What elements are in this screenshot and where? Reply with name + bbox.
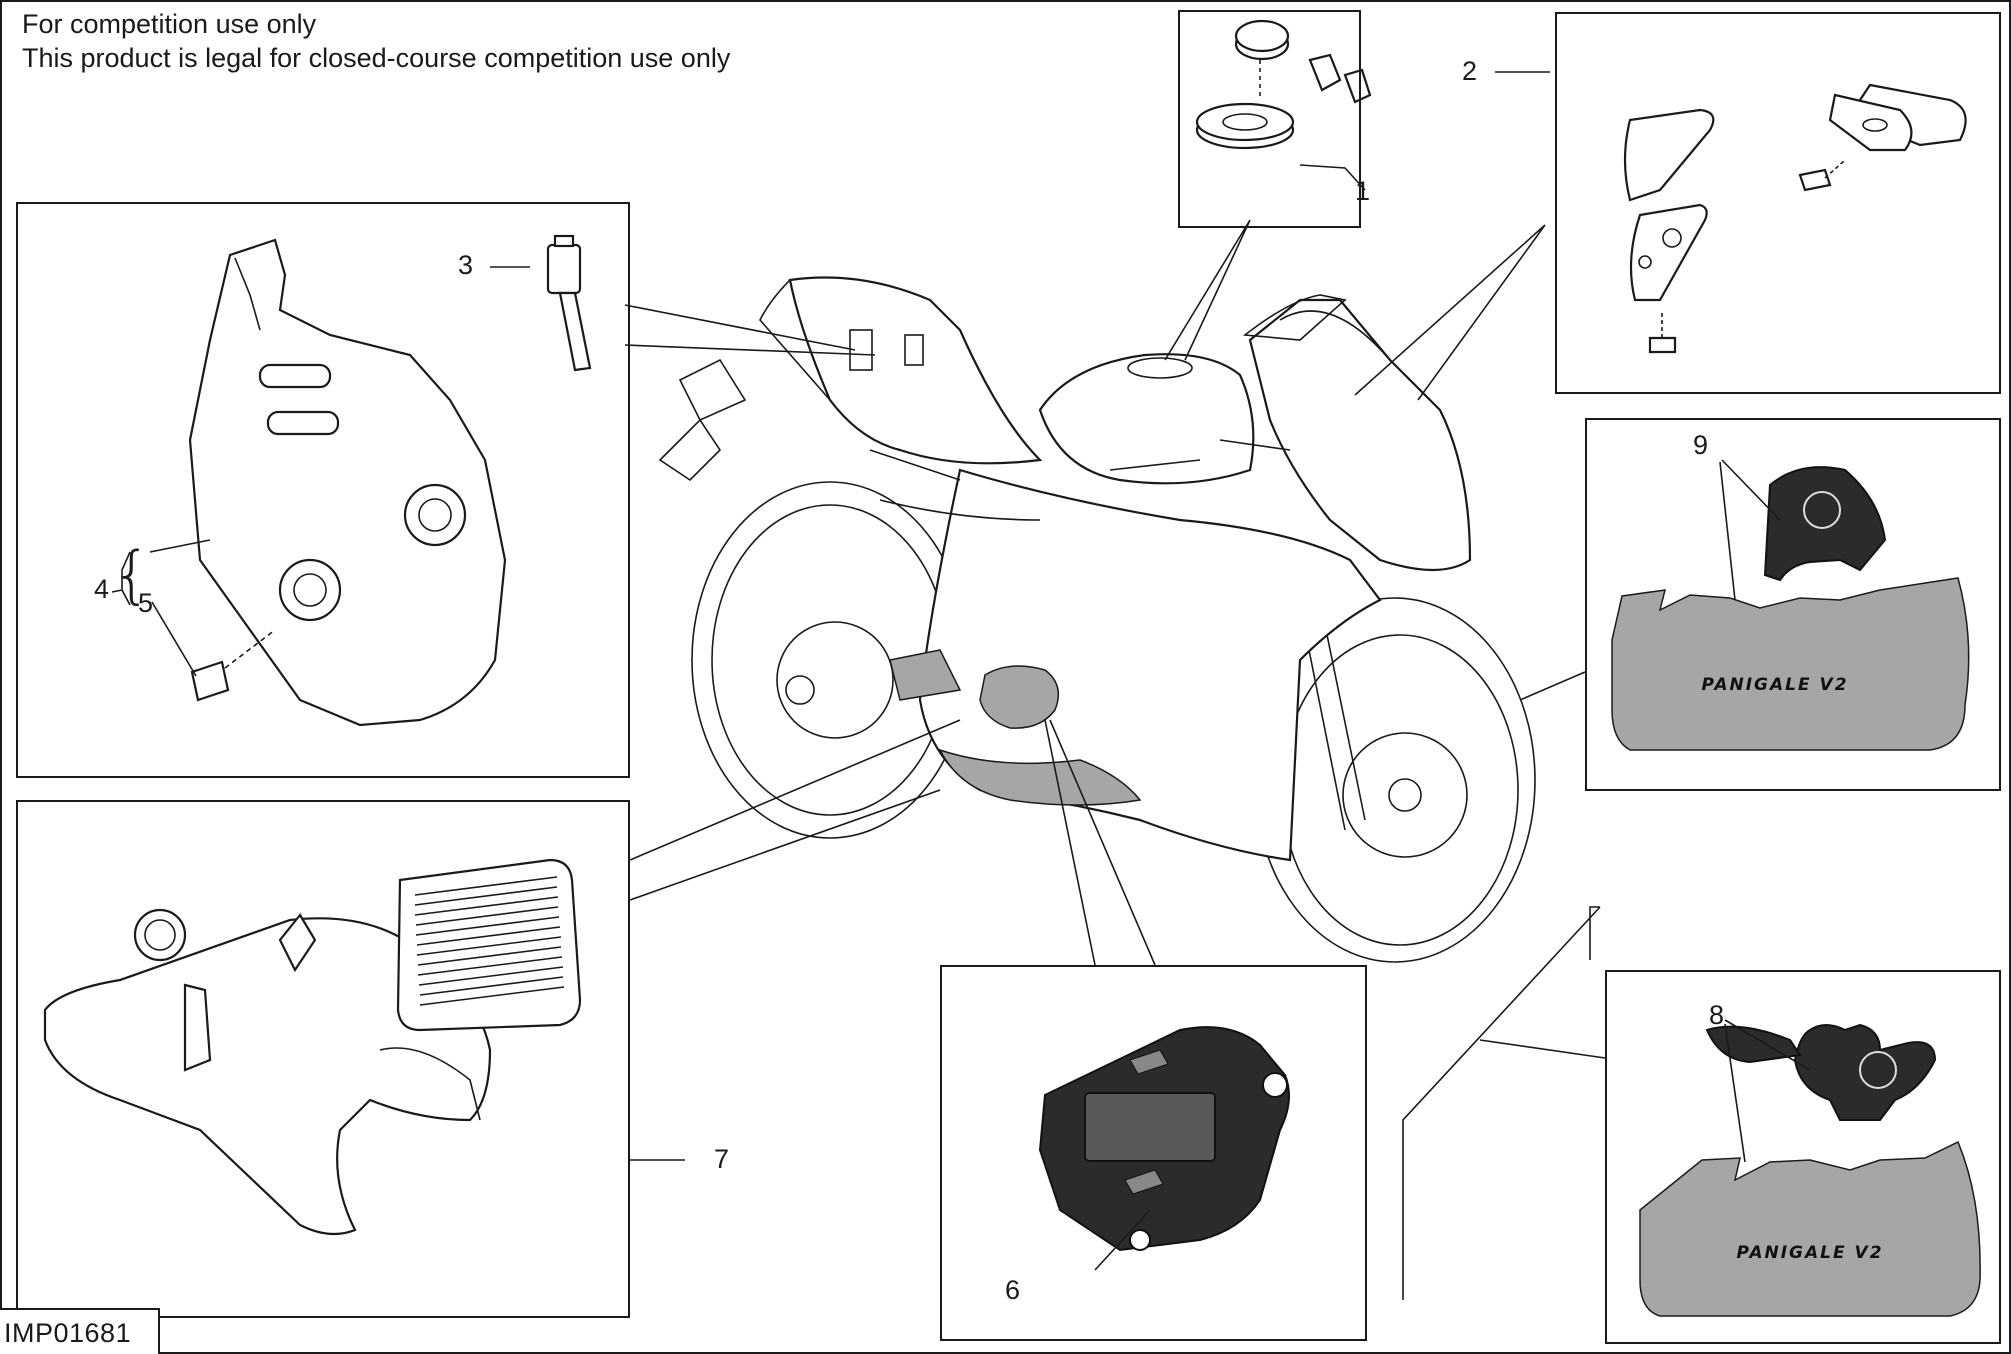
front-fairing	[1248, 298, 1472, 572]
mirror-cover-parts	[1623, 83, 1967, 354]
callout-5: 5	[138, 588, 154, 618]
panel-fuel-cap	[1178, 10, 1361, 228]
panel-seat-cover	[1585, 418, 2001, 791]
callout-6: 6	[1005, 1275, 1021, 1305]
panel-tank-cover	[1605, 970, 2001, 1344]
sensor-connector-part	[546, 234, 592, 372]
heat-shield-parts	[111, 238, 507, 727]
fuel-cap-parts	[1195, 19, 1372, 150]
panel-mirror-covers	[1555, 12, 2001, 394]
windscreen	[1242, 294, 1347, 341]
tank-cover-parts: PANIGALE V2	[1639, 1023, 1981, 1317]
tank-cover-brand-text: PANIGALE V2	[1736, 1243, 1883, 1263]
callout-1: 1	[1355, 176, 1371, 206]
clutch-cover-part	[1038, 1026, 1290, 1252]
motorcycle-illustration	[658, 276, 1536, 963]
panel-heat-shield	[16, 202, 630, 778]
exhaust-and-filter-parts	[43, 858, 582, 1236]
tail-section	[788, 276, 1043, 465]
competition-note-line-2: This product is legal for closed-course …	[22, 43, 731, 73]
air-filter	[396, 858, 582, 1032]
callout-2: 2	[1462, 56, 1478, 86]
clutch-cover-highlight	[979, 665, 1060, 729]
brake-disc	[1342, 732, 1468, 858]
side-fairing	[918, 468, 1382, 862]
callout-9: 9	[1693, 430, 1709, 460]
callout-4: 4	[94, 574, 110, 604]
callout-7: 7	[714, 1144, 730, 1174]
callout-4-5-brace: {	[112, 538, 152, 611]
exhaust-region-highlight	[889, 649, 962, 701]
callout-3: 3	[458, 250, 474, 280]
drawing-code: IMP01681	[4, 1318, 132, 1348]
competition-note-line-1: For competition use only	[22, 9, 317, 39]
belly-pan-highlight	[938, 748, 1142, 806]
seat-cover-brand-text: PANIGALE V2	[1701, 675, 1848, 695]
fuel-cap	[1127, 357, 1193, 379]
panel-exhaust-kit	[16, 800, 630, 1318]
seat-cover-parts: PANIGALE V2	[1611, 466, 1970, 751]
leader-lines	[149, 71, 1811, 1300]
panel-clutch-cover	[940, 965, 1367, 1341]
drawing-code-box: IMP01681	[0, 1308, 160, 1354]
callout-8: 8	[1709, 1000, 1725, 1030]
fuel-tank	[1038, 353, 1255, 485]
